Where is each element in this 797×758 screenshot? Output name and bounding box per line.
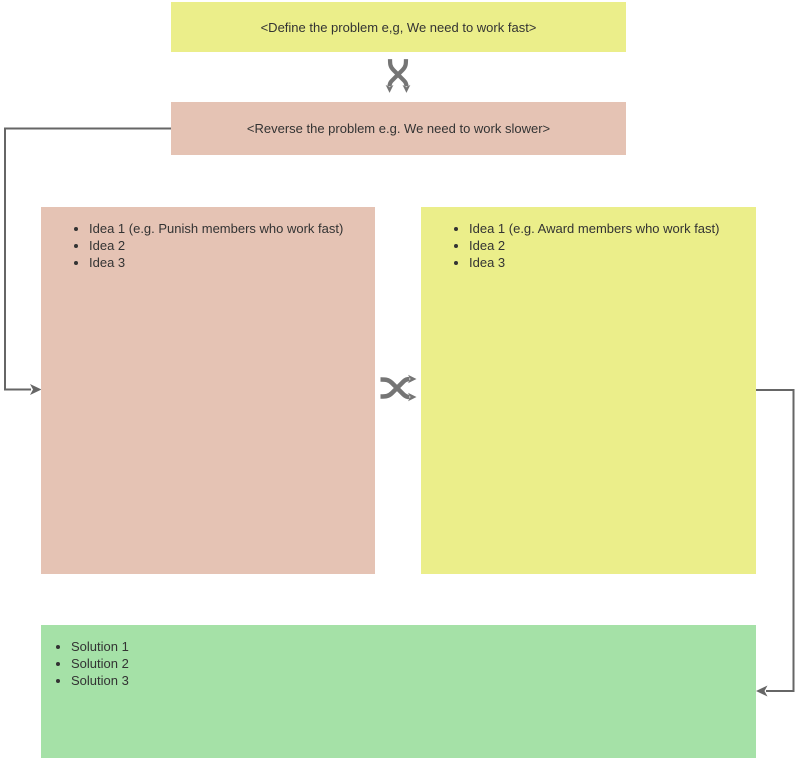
reverse-ideas-list: Idea 1 (e.g. Punish members who work fas… <box>41 220 375 271</box>
list-item: Solution 1 <box>71 638 756 655</box>
arrowhead-left-icon <box>756 685 768 697</box>
node-ideas[interactable]: Idea 1 (e.g. Award members who work fast… <box>421 207 756 574</box>
arrowhead-right-icon <box>30 384 42 395</box>
list-item: Idea 3 <box>89 254 375 271</box>
list-item: Idea 2 <box>89 237 375 254</box>
connector-ideas-to-solutions <box>756 389 795 697</box>
shuffle-down-icon <box>385 59 411 93</box>
define-problem-label: <Define the problem e,g, We need to work… <box>260 19 537 35</box>
node-solutions[interactable]: Solution 1Solution 2Solution 3 <box>41 625 756 758</box>
ideas-list: Idea 1 (e.g. Award members who work fast… <box>421 220 756 271</box>
list-item: Solution 2 <box>71 655 756 672</box>
list-item: Idea 1 (e.g. Award members who work fast… <box>469 220 756 237</box>
list-item: Idea 2 <box>469 237 756 254</box>
solutions-list: Solution 1Solution 2Solution 3 <box>41 638 756 689</box>
node-reverse-problem[interactable]: <Reverse the problem e.g. We need to wor… <box>171 102 626 155</box>
list-item: Idea 1 (e.g. Punish members who work fas… <box>89 220 375 237</box>
node-reverse-ideas[interactable]: Idea 1 (e.g. Punish members who work fas… <box>41 207 375 574</box>
node-define-problem[interactable]: <Define the problem e,g, We need to work… <box>171 2 626 52</box>
shuffle-right-icon <box>380 374 417 402</box>
list-item: Idea 3 <box>469 254 756 271</box>
reverse-problem-label: <Reverse the problem e.g. We need to wor… <box>246 121 551 136</box>
list-item: Solution 3 <box>71 672 756 689</box>
